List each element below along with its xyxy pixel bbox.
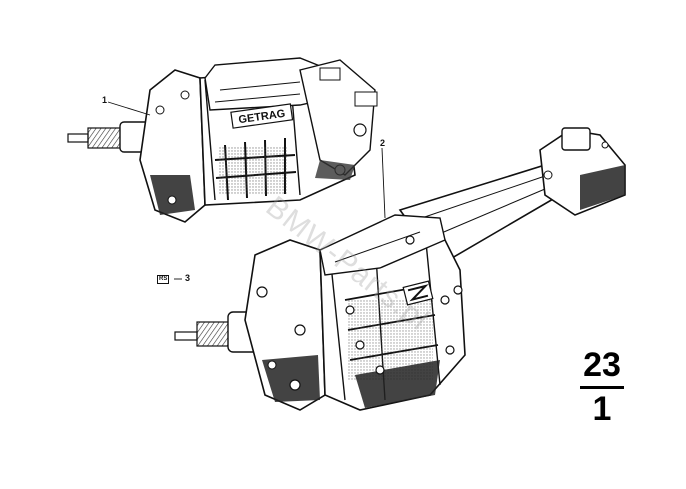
rs-box: RS [157, 275, 170, 284]
getrag-plate: GETRAG [230, 103, 294, 129]
figure-number-top: 23 [583, 346, 621, 384]
callout-1: 1 [102, 95, 108, 105]
case-bolts-2 [345, 235, 463, 375]
input-shaft-tip-1 [67, 133, 89, 143]
gearbox-2 [174, 127, 626, 411]
input-shaft-tip-2 [174, 331, 198, 341]
leader-lines [107, 101, 386, 280]
callout-3: 3 [185, 273, 191, 283]
leader-2 [381, 147, 386, 219]
bellhousing-shadow-1 [150, 175, 195, 215]
leader-1 [107, 101, 151, 116]
figure-number-bottom: 1 [592, 390, 612, 428]
zf-plate [402, 280, 434, 306]
figure-number-divider [580, 386, 624, 389]
callout-2: 2 [380, 138, 386, 148]
gearbox-1: GETRAG [67, 57, 378, 223]
